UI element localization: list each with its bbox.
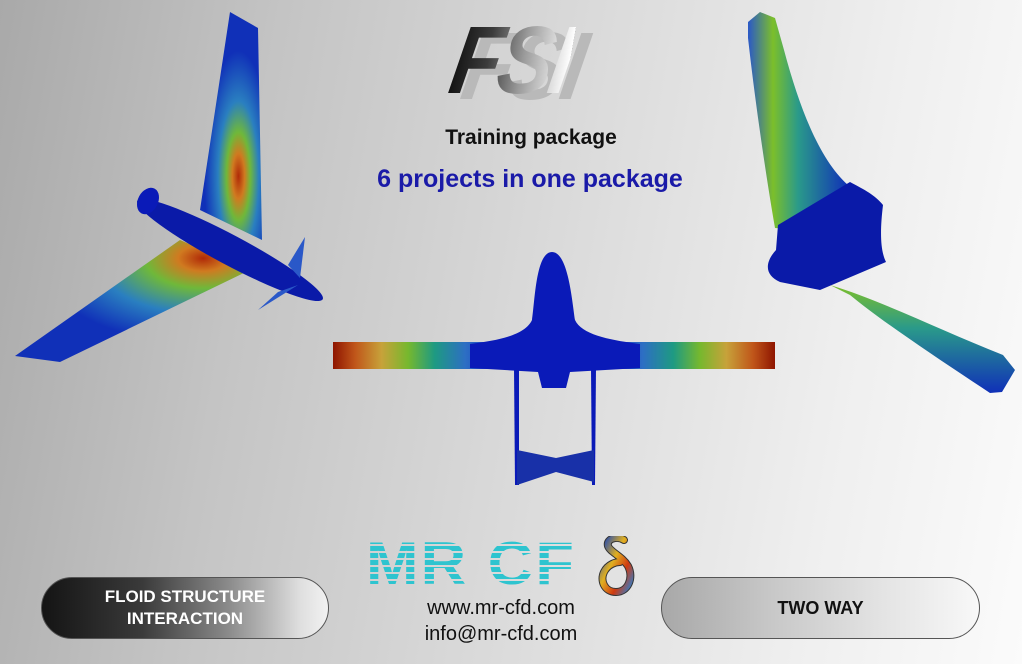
email-link[interactable]: info@mr-cfd.com [424, 623, 578, 645]
badge-label-line2: INTERACTION [126, 609, 244, 628]
tagline-projects: 6 projects in one package [377, 165, 683, 193]
two-way-badge: TWO WAY [661, 577, 980, 639]
straight-wing-uav-image [333, 252, 775, 485]
fsi-logo: FSI FSI [443, 6, 612, 120]
fsi-logo-text: FSI [442, 7, 580, 114]
badge-label-line1: FLOID STRUCTURE [104, 587, 266, 606]
website-link[interactable]: www.mr-cfd.com [427, 597, 575, 619]
swept-wing-uav-image [15, 12, 323, 362]
mr-cfd-logo: MR CF [366, 532, 636, 596]
fluid-structure-interaction-badge: FLOID STRUCTURE INTERACTION [41, 577, 329, 639]
delta-icon [598, 536, 635, 596]
mr-cfd-logo-text: MR CF [366, 530, 576, 597]
flying-wing-image [748, 12, 1015, 393]
subtitle-training-package: Training package [445, 126, 617, 149]
badge-label: TWO WAY [777, 597, 864, 618]
